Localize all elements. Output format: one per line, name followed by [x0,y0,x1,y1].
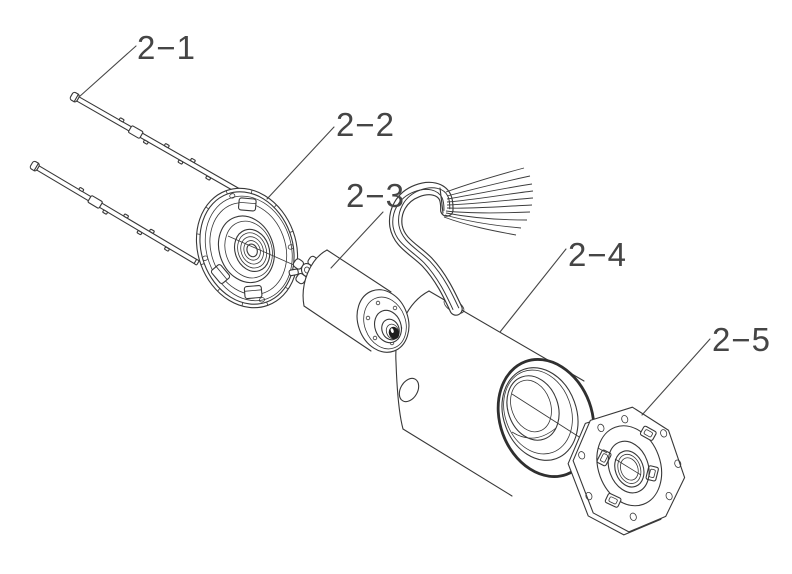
part-front-flange [195,187,299,309]
callout-2-1: 2−1 [78,29,196,98]
cable-strand [392,188,454,311]
axis-centerline-flange [227,235,304,270]
leader-line-2-3 [330,211,384,269]
leader-line-2-1 [78,45,137,98]
part-housing [395,290,596,497]
leader-line-2-5 [641,338,711,416]
label-2-3: 2−3 [346,177,405,214]
plate-holes [578,415,682,521]
axis-centerline-gap [597,447,608,454]
leader-line-2-2 [266,126,335,200]
callout-2-5: 2−5 [641,321,771,416]
flange-rim-screws [202,193,294,303]
part-rear-plate [567,406,686,536]
label-2-1: 2−1 [137,29,196,66]
part-tie-rod-lower [28,159,202,268]
axis-centerline-plate [614,458,642,476]
motor-front-face [356,289,410,353]
housing-bore [501,367,579,461]
housing-side-hole [398,377,420,403]
plate-bore [607,440,650,494]
callouts: 2−1 2−2 2−3 2−4 2−5 [78,29,771,416]
callout-2-3: 2−3 [330,177,405,269]
part-tie-rod-upper [68,90,243,197]
housing-front-rim [496,358,596,478]
cable-assembly [388,167,534,316]
flange-bore [233,228,271,272]
cable-strand [398,187,460,309]
leader-line-2-4 [499,248,567,333]
part-motor [288,249,410,353]
label-2-4: 2−4 [568,236,627,273]
callout-2-2: 2−2 [266,106,395,200]
wire-fan [443,167,534,236]
label-2-2: 2−2 [336,106,395,143]
axis-centerline-bore [511,393,588,443]
callout-2-4: 2−4 [499,236,627,333]
label-2-5: 2−5 [712,321,771,358]
flange-lugs [210,197,263,300]
